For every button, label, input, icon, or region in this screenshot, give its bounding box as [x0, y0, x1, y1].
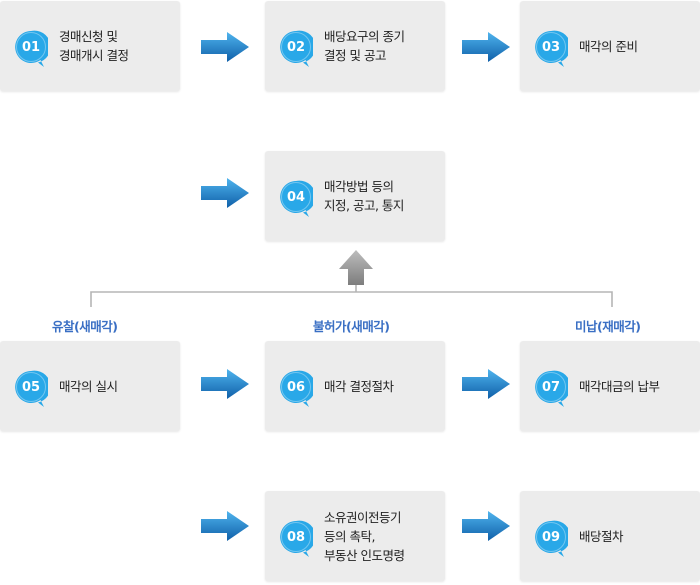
- step-09-badge-icon: [534, 520, 568, 558]
- step-08-badge-icon: [279, 520, 313, 558]
- step-02-badge-icon: [279, 30, 313, 68]
- branch-label-middle: 불허가(새매각): [313, 319, 390, 334]
- step-07-line-1: 매각대금의 납부: [579, 378, 660, 394]
- arrow-right-icon: [201, 178, 249, 208]
- step-07-badge-icon: [534, 370, 568, 408]
- step-01-badge-icon: [14, 30, 48, 68]
- step-02-line-1: 배당요구의 종기: [324, 29, 405, 44]
- arrow-right-icon: [201, 32, 249, 62]
- step-07-label: 매각대금의 납부: [579, 341, 697, 431]
- step-06-number: 06: [286, 379, 306, 395]
- arrow-right-icon: [462, 511, 510, 541]
- step-09-label: 배당절차: [579, 491, 697, 581]
- up-arrow-icon: [339, 250, 373, 285]
- step-08-label: 소유권이전등기 등의 촉탁, 부동산 인도명령: [324, 491, 442, 581]
- step-06-label: 매각 결정절차: [324, 341, 442, 431]
- step-04-line-2: 지정, 공고, 통지: [324, 198, 404, 213]
- step-01-number: 01: [21, 39, 41, 55]
- step-05-number: 05: [21, 379, 41, 395]
- step-05-label: 매각의 실시: [59, 341, 177, 431]
- step-08-box: 08 소유권이전등기 등의 촉탁, 부동산 인도명령: [265, 491, 445, 581]
- step-01-line-2: 경매개시 결정: [59, 48, 129, 63]
- step-03-number: 03: [541, 39, 561, 55]
- branch-label-left: 유찰(새매각): [52, 319, 118, 334]
- step-06-badge-icon: [279, 370, 313, 408]
- step-09-number: 09: [541, 529, 561, 545]
- step-02-number: 02: [286, 39, 306, 55]
- arrow-right-icon: [462, 32, 510, 62]
- step-01-line-1: 경매신청 및: [59, 29, 118, 44]
- step-05-box: 05 매각의 실시: [0, 341, 180, 431]
- branch-label-right: 미납(재매각): [575, 319, 641, 334]
- step-06-line-1: 매각 결정절차: [324, 378, 394, 394]
- feedback-connector: [90, 250, 613, 307]
- step-04-label: 매각방법 등의 지정, 공고, 통지: [324, 151, 442, 241]
- step-08-line-1: 소유권이전등기: [324, 509, 402, 525]
- step-03-badge-icon: [534, 30, 568, 68]
- step-03-box: 03 매각의 준비: [520, 1, 700, 91]
- step-04-number: 04: [286, 189, 306, 205]
- step-09-line-1: 배당절차: [579, 528, 624, 544]
- arrow-right-icon: [201, 369, 249, 399]
- step-04-line-1: 매각방법 등의: [324, 179, 394, 194]
- step-04-badge-icon: [279, 180, 313, 218]
- step-04-box: 04 매각방법 등의 지정, 공고, 통지: [265, 151, 445, 241]
- step-03-label: 매각의 준비: [579, 1, 697, 91]
- step-09-box: 09 배당절차: [520, 491, 700, 581]
- step-08-line-2: 등의 촉탁,: [324, 528, 375, 544]
- step-06-box: 06 매각 결정절차: [265, 341, 445, 431]
- step-01-box: 01 경매신청 및 경매개시 결정: [0, 1, 180, 91]
- step-01-label: 경매신청 및 경매개시 결정: [59, 1, 177, 91]
- step-02-box: 02 배당요구의 종기 결정 및 공고: [265, 1, 445, 91]
- step-05-line-1: 매각의 실시: [59, 378, 118, 394]
- step-02-line-2: 결정 및 공고: [324, 48, 386, 63]
- arrow-right-icon: [201, 511, 249, 541]
- step-03-line-1: 매각의 준비: [579, 38, 638, 54]
- step-08-number: 08: [286, 529, 306, 545]
- arrow-right-icon: [462, 369, 510, 399]
- step-05-badge-icon: [14, 370, 48, 408]
- step-07-number: 07: [541, 379, 561, 395]
- step-02-label: 배당요구의 종기 결정 및 공고: [324, 1, 442, 91]
- step-08-line-3: 부동산 인도명령: [324, 547, 405, 563]
- connector-line: [90, 285, 613, 307]
- step-07-box: 07 매각대금의 납부: [520, 341, 700, 431]
